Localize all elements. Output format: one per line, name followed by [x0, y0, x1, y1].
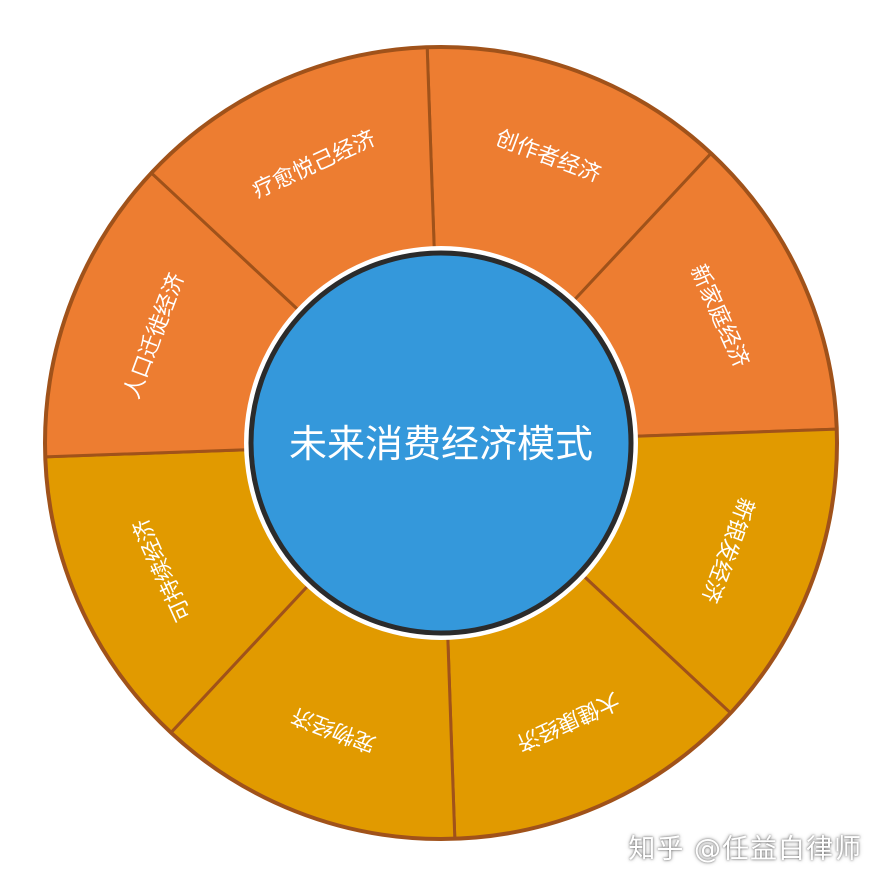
center-circle: [248, 250, 634, 636]
outer-rim: [43, 45, 839, 841]
segments-layer: [43, 45, 839, 841]
center-title: 未来消费经济模式: [289, 422, 593, 466]
watermark: 知乎 @任益白律师: [628, 834, 862, 865]
